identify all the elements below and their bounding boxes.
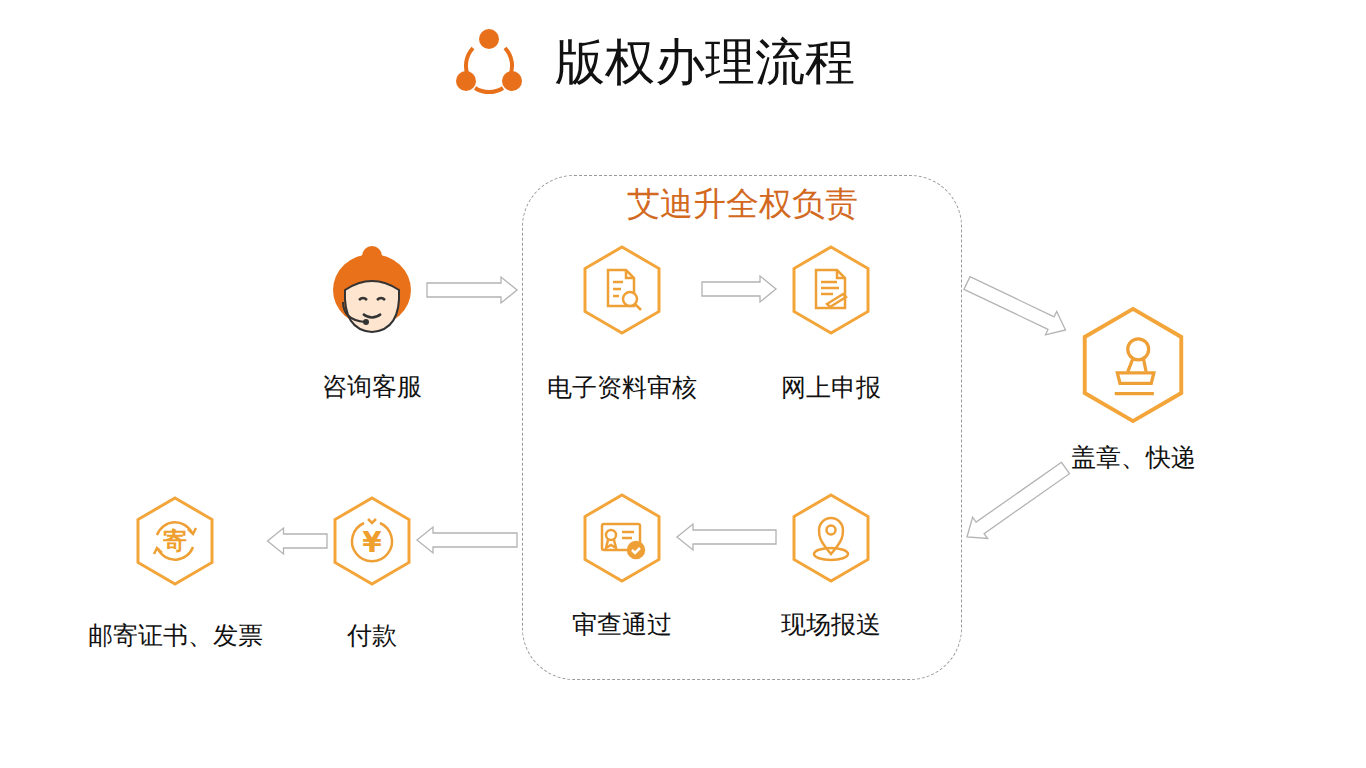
hollow-arrow [677, 524, 776, 550]
hollow-arrow [967, 462, 1070, 538]
hexagon-icon [791, 244, 871, 336]
process-step: 网上申报 [781, 244, 881, 405]
stamp-icon [1115, 339, 1154, 394]
step-label: 网上申报 [781, 373, 881, 403]
hexagon-outline [585, 495, 659, 581]
diagram-title: 版权办理流程 [555, 32, 855, 92]
hexagon-icon [582, 492, 662, 584]
group-heading: 艾迪升全权负责 [523, 185, 961, 223]
step-label: 付款 [347, 621, 397, 651]
icon-glyph: 寄 [163, 529, 187, 553]
hollow-arrow [417, 527, 517, 553]
hollow-arrow [702, 276, 776, 302]
agent-face [333, 246, 411, 332]
mail-cycle-icon [154, 522, 196, 559]
process-step: 邮寄证书、发票 [88, 495, 263, 653]
step-label: 盖章、快递 [1071, 443, 1196, 473]
process-step: 审查通过 [572, 492, 672, 642]
hollow-arrow [964, 277, 1066, 335]
hexagon-icon [582, 244, 662, 336]
step-label: 审查通过 [572, 610, 672, 640]
location-icon [814, 518, 848, 560]
hexagon-outline [794, 495, 868, 581]
hexagon-outline [1085, 309, 1182, 421]
share-icon [455, 26, 523, 98]
hexagon-outline [585, 247, 659, 333]
title-bar: 版权办理流程 [455, 22, 855, 102]
step-label: 邮寄证书、发票 [88, 621, 263, 651]
agent-icon [327, 242, 417, 338]
step-label: 电子资料审核 [547, 373, 697, 403]
document-search-icon [608, 270, 641, 310]
document-write-icon [816, 270, 846, 308]
hexagon-icon [1080, 305, 1186, 425]
payment-icon [352, 519, 392, 561]
process-step: 现场报送 [781, 492, 881, 642]
process-step: 咨询客服 [322, 242, 422, 404]
hexagon-outline [335, 498, 409, 584]
hollow-arrow [268, 528, 328, 554]
process-step: 电子资料审核 [547, 244, 697, 405]
step-label: 现场报送 [781, 610, 881, 640]
process-step: 付款 [332, 495, 412, 653]
share-icon-art [456, 29, 522, 92]
hollow-arrow [427, 277, 517, 303]
responsibility-group: 艾迪升全权负责电子资料审核 网上申报审查通过 现场报送 [522, 175, 962, 680]
certificate-icon [602, 524, 644, 558]
step-label: 咨询客服 [322, 372, 422, 402]
hexagon-icon [791, 492, 871, 584]
process-step: 盖章、快递 [1071, 305, 1196, 475]
hexagon-outline [794, 247, 868, 333]
icon-glyph: ¥ [362, 529, 381, 557]
hexagon-outline [138, 498, 212, 584]
